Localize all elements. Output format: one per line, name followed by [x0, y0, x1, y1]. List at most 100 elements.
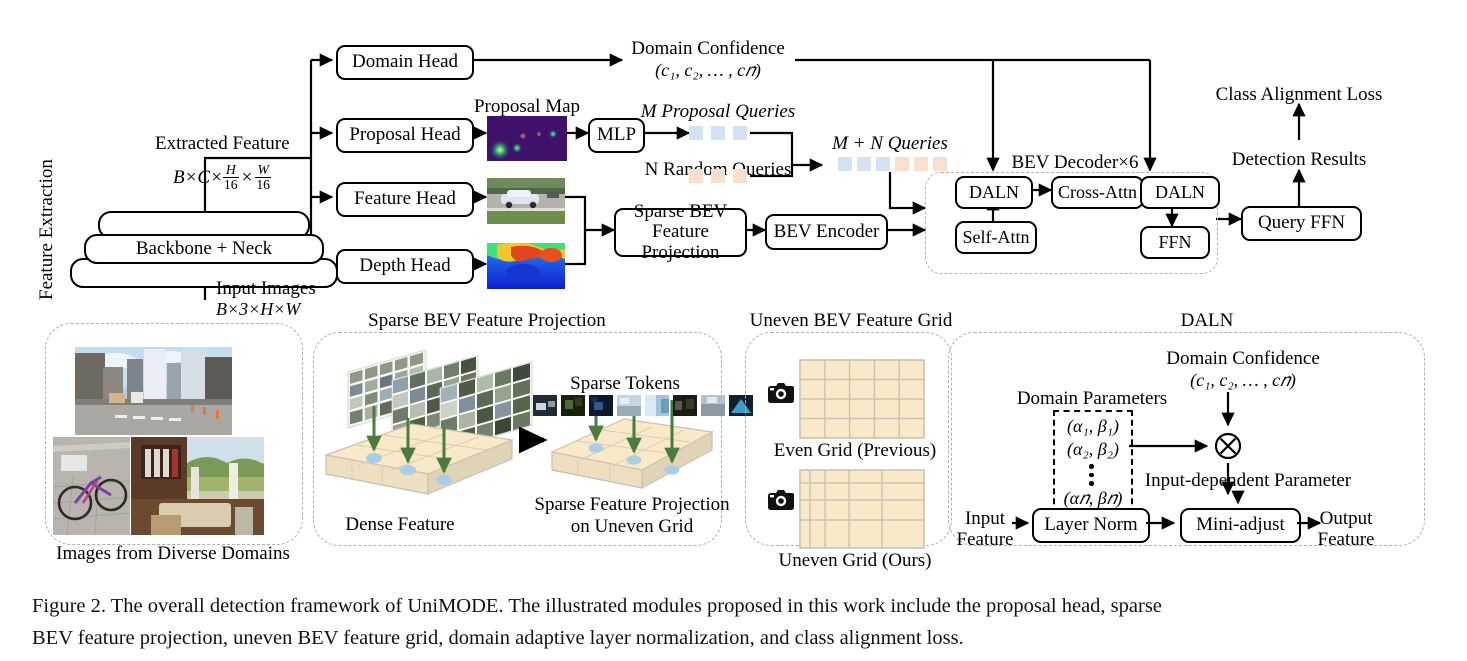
daln-output-feature-line1: Output [1319, 508, 1373, 529]
mlp-box[interactable]: MLP [588, 118, 645, 153]
proposal-map-label: Proposal Map [473, 96, 581, 117]
query-swatch-peach [933, 157, 947, 171]
shape-frac1-den: 16 [223, 177, 238, 193]
domain-image-indoor [131, 437, 264, 535]
query-swatch-peach [689, 169, 703, 183]
domain-parameter-2: (α₂, β₂) [1067, 439, 1119, 459]
input-dependent-parameter-label: Input-dependent Parameter [1144, 470, 1352, 491]
dense-feature-label: Dense Feature [345, 514, 455, 535]
depth-head-box[interactable]: Depth Head [336, 249, 474, 284]
backbone-stack-bar-mid: Backbone + Neck [84, 234, 324, 264]
decoder-self-attn-box[interactable]: Self-Attn [955, 221, 1037, 254]
sparse-token [589, 395, 613, 416]
proposal-head-label: Proposal Head [349, 124, 461, 146]
query-swatch-blue [857, 157, 871, 171]
mini-adjust-label: Mini-adjust [1196, 514, 1285, 536]
decoder-daln-2-box[interactable]: DALN [1140, 176, 1220, 209]
query-ffn-label: Query FFN [1257, 212, 1346, 234]
query-swatch-blue [689, 126, 703, 140]
domain-image-street [75, 347, 232, 435]
decoder-self-attn-label: Self-Attn [962, 226, 1030, 247]
m-proposal-queries-label: M Proposal Queries [640, 101, 796, 122]
sparse-token [533, 395, 557, 416]
shape-prefix: B×C× [173, 166, 223, 188]
mn-queries-label: M + N Queries [832, 133, 948, 154]
layer-norm-box[interactable]: Layer Norm [1032, 508, 1150, 543]
sparse-token [561, 395, 585, 416]
backbone-label: Backbone + Neck [135, 237, 273, 259]
domain-parameter-1: (α₁, β₁) [1067, 416, 1119, 436]
decoder-cross-attn-box[interactable]: Cross-Attn [1051, 176, 1144, 209]
daln-output-feature-line2: Feature [1317, 529, 1375, 550]
bev-encoder-box[interactable]: BEV Encoder [765, 214, 888, 250]
decoder-daln-2-label: DALN [1155, 181, 1205, 202]
decoder-daln-1-label: DALN [969, 181, 1019, 202]
daln-domain-confidence-values: (c₁, c₂, … , c𝑛) [1190, 370, 1296, 390]
bev-decoder-group [925, 172, 1218, 274]
layer-norm-label: Layer Norm [1044, 514, 1138, 536]
feature-extraction-side-label: Feature Extraction [36, 159, 57, 300]
daln-input-feature-line2: Feature [956, 529, 1014, 550]
figure-caption-line2: BEV feature projection, uneven BEV featu… [32, 627, 964, 649]
query-swatch-blue [733, 126, 747, 140]
uneven-grid-label: Uneven Grid (Ours) [778, 550, 932, 571]
domain-parameters-label: Domain Parameters [1016, 388, 1168, 409]
sparse-tokens-label: Sparse Tokens [570, 373, 680, 394]
shape-times: × [241, 166, 253, 188]
query-swatch-peach [711, 169, 725, 183]
decoder-cross-attn-label: Cross-Attn [1057, 181, 1137, 202]
diverse-domains-group [45, 323, 303, 545]
proposal-head-box[interactable]: Proposal Head [336, 118, 474, 153]
panel-sparse-group [313, 332, 722, 546]
decoder-ffn-box[interactable]: FFN [1140, 226, 1210, 259]
mini-adjust-box[interactable]: Mini-adjust [1180, 508, 1301, 543]
camera-icon-uneven [768, 490, 794, 510]
domain-parameters-box: (α₁, β₁) (α₂, β₂) (α𝑛, β𝑛) [1053, 410, 1133, 514]
sparse-projection-label-line1: Sparse Feature Projection [534, 494, 730, 515]
panel-sparse-title: Sparse BEV Feature Projection [368, 310, 606, 331]
vertical-ellipsis-icon [1089, 464, 1094, 486]
domain-image-bicycle [53, 437, 130, 535]
feature-head-image-car [487, 178, 565, 224]
sparse-token [645, 395, 669, 416]
sparse-token [729, 395, 753, 416]
domain-head-box[interactable]: Domain Head [336, 45, 474, 80]
query-swatch-peach [895, 157, 909, 171]
sparse-projection-label-line2: on Uneven Grid [570, 516, 694, 537]
sparse-token [673, 395, 697, 416]
domain-head-label: Domain Head [351, 51, 459, 73]
panel-daln-group [948, 332, 1425, 546]
query-ffn-box[interactable]: Query FFN [1241, 206, 1362, 241]
daln-input-feature-line1: Input [964, 508, 1006, 529]
shape-frac2-num: W [255, 162, 271, 179]
decoder-daln-1-box[interactable]: DALN [955, 176, 1033, 209]
sparse-token [701, 395, 725, 416]
bev-encoder-label: BEV Encoder [773, 220, 880, 242]
shape-frac1-num: H [222, 162, 239, 179]
sparse-bev-feature-projection-box[interactable]: Sparse BEV Feature Projection [614, 201, 747, 262]
class-alignment-loss-label: Class Alignment Loss [1215, 84, 1383, 105]
camera-icon-even [768, 383, 794, 403]
proposal-map-image [487, 116, 567, 161]
query-swatch-peach [914, 157, 928, 171]
panel-daln-title: DALN [1180, 310, 1234, 331]
query-swatch-peach [733, 169, 747, 183]
sparse-token [617, 395, 641, 416]
domain-confidence-label: Domain Confidence [631, 38, 785, 59]
input-images-shape: B×3×H×W [216, 299, 301, 319]
uneven-grid [799, 469, 925, 549]
panel-grid-title: Uneven BEV Feature Grid [749, 310, 953, 331]
depth-head-label: Depth Head [359, 255, 451, 277]
detection-results-label: Detection Results [1231, 149, 1367, 170]
shape-frac2-den: 16 [256, 177, 270, 193]
even-grid-label: Even Grid (Previous) [773, 440, 937, 461]
query-swatch-blue [838, 157, 852, 171]
domain-parameter-n: (α𝑛, β𝑛) [1063, 488, 1123, 508]
diverse-domains-label: Images from Diverse Domains [56, 543, 290, 564]
multiply-operator [1213, 431, 1243, 461]
feature-head-box[interactable]: Feature Head [336, 182, 474, 217]
depth-head-image-depthmap [487, 243, 565, 289]
